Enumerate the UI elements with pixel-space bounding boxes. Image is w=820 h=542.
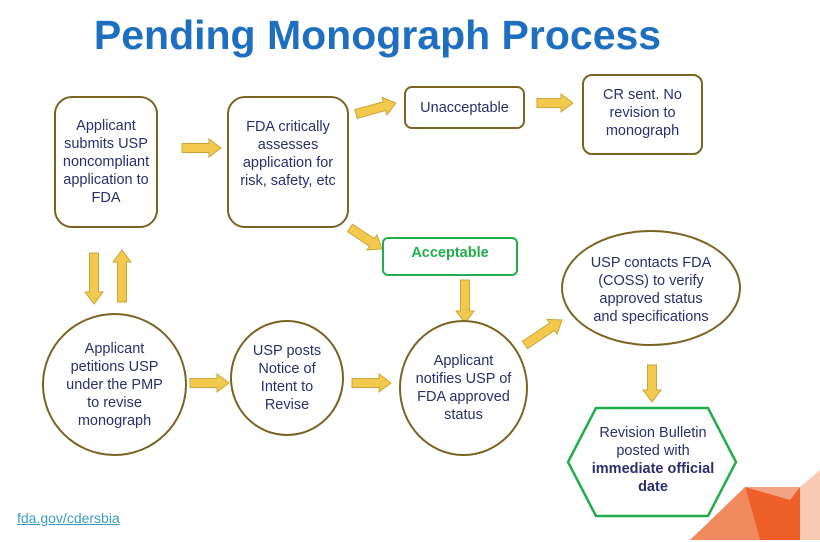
footer-link[interactable]: fda.gov/cdersbia [17,510,120,526]
arrow-icon [455,279,475,324]
arrow-icon [346,223,383,251]
arrow-icon [521,318,563,350]
arrow-icon [354,96,397,119]
node-revision-bulletin: Revision Bulletin posted with immediate … [580,420,726,500]
node-applicant-submits: Applicant submits USP noncompliant appli… [54,96,158,228]
arrow-icon [536,93,574,113]
node-fda-assesses: FDA critically assesses application for … [227,96,349,228]
node-applicant-notifies: Applicant notifies USP of FDA approved s… [399,320,528,456]
arrow-icon [642,364,662,403]
arrow-icon [181,138,222,158]
page-title: Pending Monograph Process [93,12,662,58]
bulletin-text: Revision Bulletin posted with [599,425,707,459]
arrow-icon [84,252,104,305]
arrow-icon [189,373,230,393]
node-applicant-petitions: Applicant petitions USP under the PMP to… [42,313,187,456]
arrow-icon [351,373,392,393]
node-acceptable: Acceptable [382,237,518,276]
node-usp-contacts-fda: USP contacts FDA (COSS) to verify approv… [561,230,741,346]
contacts-text: USP contacts FDA (COSS) to verify approv… [590,255,712,325]
node-usp-posts-notice: USP posts Notice of Intent to Revise [230,320,344,436]
arrow-icon [112,249,132,303]
node-unacceptable: Unacceptable [404,86,525,129]
node-cr-sent: CR sent. No revision to monograph [582,74,703,155]
bulletin-bold-text: immediate official date [591,461,715,495]
